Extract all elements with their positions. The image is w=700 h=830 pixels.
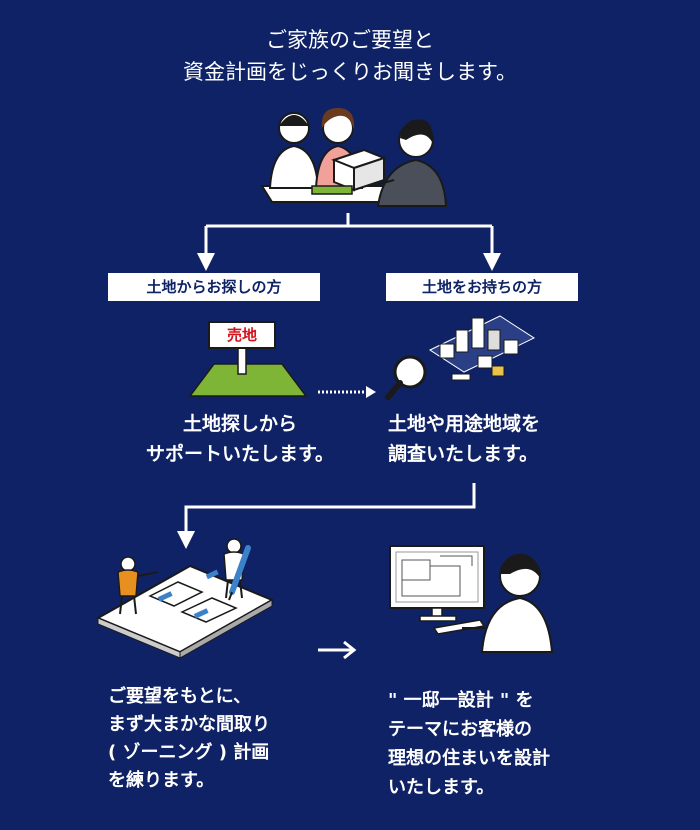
survey-line-1: 土地や用途地域を bbox=[388, 413, 541, 435]
design-line-3: 理想の住まいを設計 bbox=[388, 748, 550, 769]
family-consultation-icon bbox=[260, 108, 448, 207]
cad-design-icon bbox=[389, 545, 554, 653]
survey-text: 土地や用途地域を 調査いたします。 bbox=[388, 409, 648, 469]
search-land-label: 土地からお探しの方 bbox=[108, 273, 320, 301]
split-arrow bbox=[197, 213, 501, 271]
design-line-1: " 一邸一設計 " を bbox=[388, 690, 534, 711]
dotted-arrow bbox=[318, 386, 376, 398]
design-text: " 一邸一設計 " を テーマにお客様の 理想の住まいを設計 いたします。 bbox=[388, 686, 678, 802]
zoning-line-4: を練ります。 bbox=[108, 770, 215, 791]
city-magnifier-icon bbox=[385, 315, 536, 400]
support-text: 土地探しから サポートいたします。 bbox=[100, 409, 380, 469]
survey-line-2: 調査いたします。 bbox=[388, 443, 539, 465]
land-for-sale-icon bbox=[188, 321, 308, 397]
support-line-1: 土地探しから bbox=[182, 413, 297, 435]
own-land-label: 土地をお持ちの方 bbox=[386, 273, 578, 301]
support-line-2: サポートいたします。 bbox=[145, 443, 335, 465]
intro-text: ご家族のご要望と 資金計画をじっくりお聞きします。 bbox=[0, 24, 700, 88]
connector-arrow bbox=[177, 483, 476, 549]
land-sign-text: 売地 bbox=[226, 326, 257, 344]
zoning-text: ご要望をもとに、 まず大まかな間取り ( ゾーニング ) 計画 を練ります。 bbox=[108, 683, 378, 795]
zoning-line-2: まず大まかな間取り bbox=[108, 714, 270, 735]
design-line-2: テーマにお客様の bbox=[388, 719, 532, 740]
zoning-plan-icon bbox=[95, 538, 275, 659]
zoning-line-1: ご要望をもとに、 bbox=[108, 686, 252, 707]
design-line-4: いたします。 bbox=[388, 777, 495, 798]
intro-line-1: ご家族のご要望と bbox=[266, 28, 434, 52]
right-arrow bbox=[318, 640, 357, 660]
zoning-line-3: ( ゾーニング ) 計画 bbox=[108, 742, 270, 763]
intro-line-2: 資金計画をじっくりお聞きします。 bbox=[183, 60, 517, 84]
